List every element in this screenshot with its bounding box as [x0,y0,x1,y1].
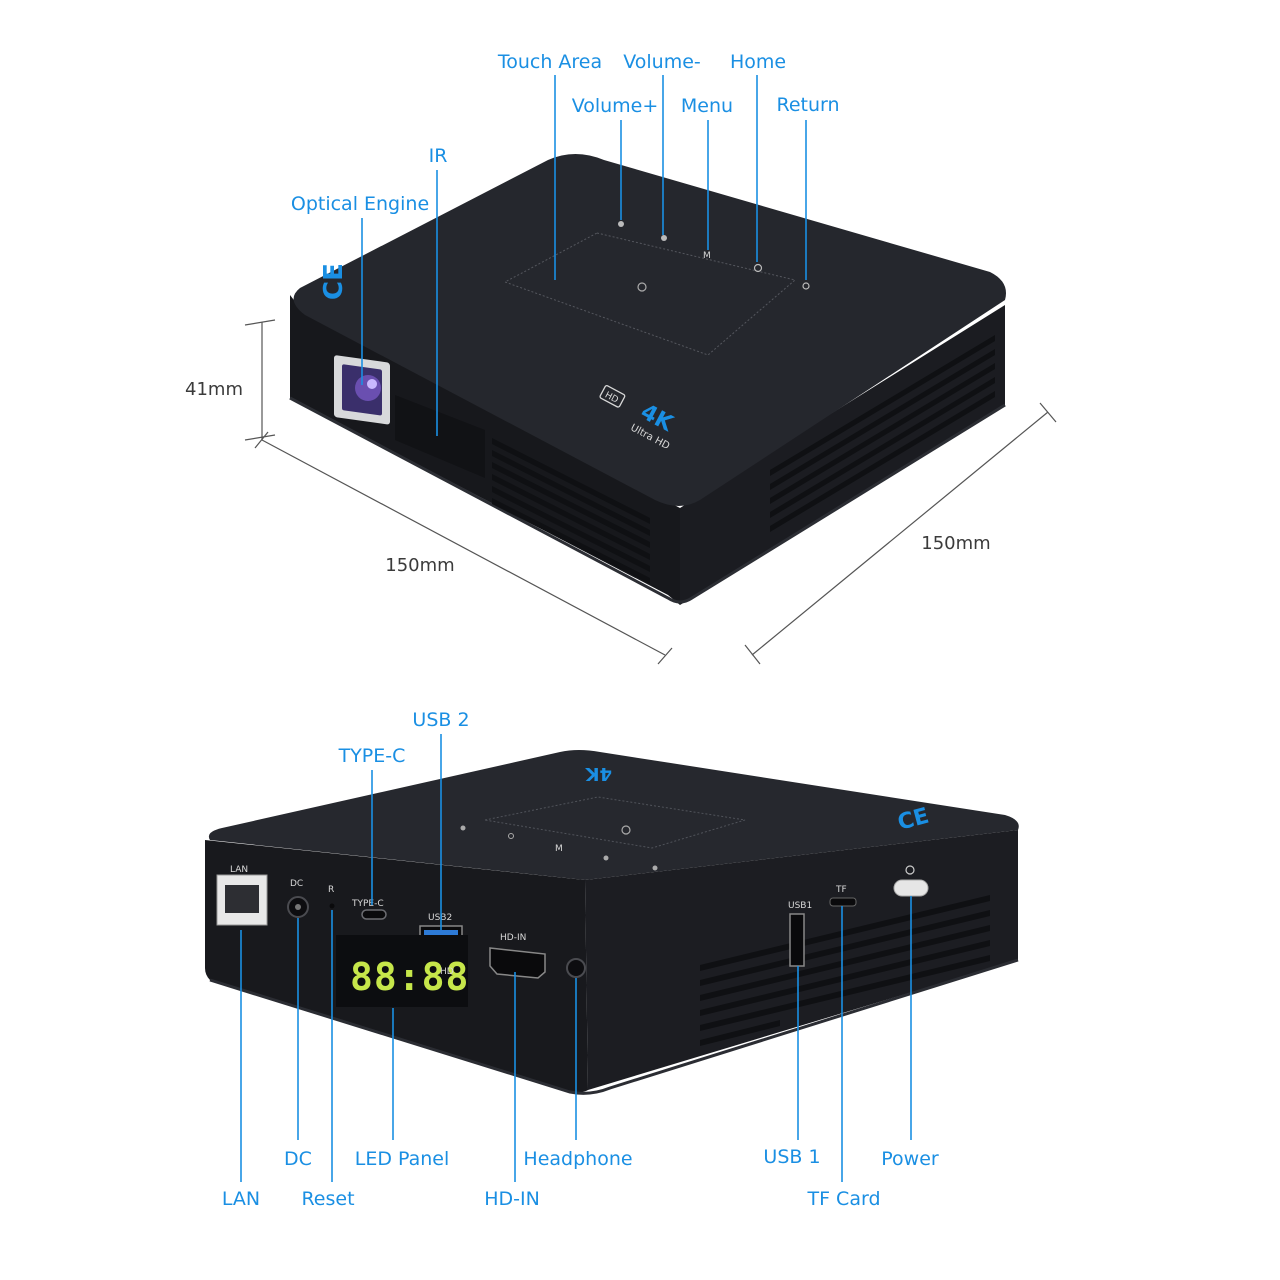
top-surface [293,154,1007,506]
label-volume-plus: Volume+ [572,95,659,117]
back-touch-area [484,796,746,849]
optical-engine-lens [334,355,390,425]
headphone-jack[interactable] [566,958,586,978]
label-home: Home [730,51,786,73]
dimension-width: 150mm [385,555,454,576]
led-readout: 88:88 [350,955,469,999]
top-view-projector: CE 4K Ultra HD HD M [289,154,1007,605]
volume-plus-button[interactable] [618,221,624,227]
power-button[interactable] [893,879,929,897]
label-power: Power [881,1148,939,1170]
back-top-surface [208,750,1019,880]
back-view-leaders [240,734,912,1182]
label-volume-minus: Volume- [623,51,701,73]
label-usb2: USB 2 [412,709,469,731]
top-view-leaders [361,75,807,436]
back-view-projector: 4K CE M LAN DC R TYPE-C USB2 88:88 HD [205,750,1019,1095]
usb2-port-label: USB2 [428,913,452,923]
label-tf-card: TF Card [806,1188,880,1210]
label-optical-engine: Optical Engine [291,193,429,215]
volume-minus-button[interactable] [661,235,667,241]
label-usb1: USB 1 [763,1146,820,1168]
label-hd-in: HD-IN [484,1188,540,1210]
reset-label: R [328,885,334,895]
dimension-lines [244,319,1057,665]
label-lan: LAN [222,1188,260,1210]
touch-symbol-icon [637,282,647,292]
lan-port-label: LAN [230,865,248,875]
hd-in-port[interactable] [489,947,546,979]
back-4k-mark: 4K [584,763,612,784]
menu-button[interactable]: M [703,251,711,261]
label-type-c: TYPE-C [338,745,406,767]
label-ir: IR [429,145,448,167]
svg-text:HD: HD [440,967,454,977]
power-symbol-icon [905,865,915,875]
hd-in-port-label: HD-IN [500,933,526,943]
touch-area-panel [503,232,797,356]
label-menu: Menu [681,95,733,117]
ir-window [395,395,485,478]
dimension-depth: 150mm [921,533,990,554]
home-button[interactable] [753,263,763,273]
return-button[interactable] [802,282,810,290]
type-c-port-label: TYPE-C [351,899,384,909]
label-return: Return [776,94,839,116]
label-reset: Reset [301,1188,354,1210]
svg-text:M: M [555,844,563,854]
tf-card-slot[interactable] [829,897,857,907]
led-panel: 88:88 HD [336,935,469,1007]
left-vents [492,438,650,584]
dc-port-label: DC [290,879,303,889]
tf-slot-label: TF [835,885,847,895]
label-headphone: Headphone [523,1148,632,1170]
usb1-port-label: USB1 [788,901,812,911]
usb1-port[interactable] [789,913,805,967]
right-vents [770,335,995,532]
label-dc: DC [284,1148,312,1170]
ce-mark: CE [319,263,349,300]
label-led-panel: LED Panel [355,1148,450,1170]
back-right-vents [700,895,990,1046]
dimension-height: 41mm [185,379,243,400]
reset-pinhole[interactable] [329,903,335,909]
label-touch-area: Touch Area [497,51,602,73]
type-c-port[interactable] [361,909,387,920]
